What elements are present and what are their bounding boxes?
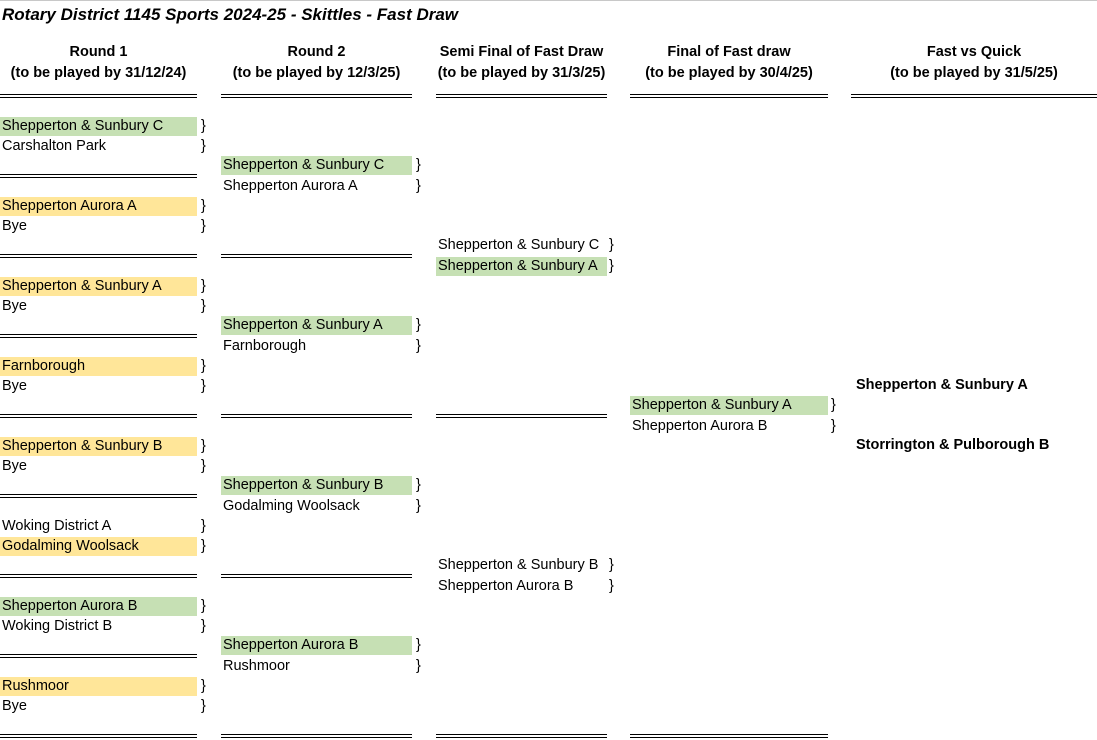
double-rule <box>0 734 197 738</box>
sheet-title: Rotary District 1145 Sports 2024-25 - Sk… <box>2 5 459 24</box>
team-cell: Farnborough <box>223 338 307 354</box>
team-cell: Bye <box>2 698 27 714</box>
bracket-brace: } <box>201 278 206 294</box>
team-cell: Shepperton & Sunbury A <box>436 257 607 276</box>
team-cell: Godalming Woolsack <box>0 537 197 556</box>
column-header: Semi Final of Fast Draw (to be played by … <box>433 42 610 84</box>
team-cell: Shepperton & Sunbury C <box>221 156 412 175</box>
bracket-brace: } <box>201 458 206 474</box>
bracket-brace: } <box>416 317 421 333</box>
double-rule <box>0 414 197 418</box>
team-cell: Shepperton & Sunbury C <box>438 237 600 253</box>
team-cell: Rushmoor <box>223 658 290 674</box>
team-cell: Woking District B <box>2 618 113 634</box>
bracket-brace: } <box>416 477 421 493</box>
team-cell: Bye <box>2 378 27 394</box>
double-rule <box>630 734 828 738</box>
team-cell: Shepperton Aurora B <box>438 578 574 594</box>
fast-vs-quick-team: Storrington & Pulborough B <box>856 437 1050 453</box>
column-header: Round 2 (to be played by 12/3/25) <box>218 42 415 84</box>
bracket-brace: } <box>201 598 206 614</box>
column-header-title: Fast vs Quick <box>926 44 1022 60</box>
double-rule <box>630 94 828 98</box>
bracket-brace: } <box>416 178 421 194</box>
column-header-title: Round 2 <box>287 44 346 60</box>
bracket-brace: } <box>201 378 206 394</box>
bracket-brace: } <box>609 237 614 253</box>
bracket-brace: } <box>201 358 206 374</box>
double-rule <box>0 574 197 578</box>
bracket-brace: } <box>201 198 206 214</box>
team-cell: Shepperton & Sunbury A <box>221 316 412 335</box>
double-rule <box>221 254 412 258</box>
column-header-title: Semi Final of Fast Draw <box>439 44 604 60</box>
team-cell: Rushmoor <box>0 677 197 696</box>
bracket-brace: } <box>416 498 421 514</box>
bracket-brace: } <box>201 538 206 554</box>
bracket-brace: } <box>201 438 206 454</box>
fast-vs-quick-team: Shepperton & Sunbury A <box>856 377 1028 393</box>
bracket-brace: } <box>416 338 421 354</box>
column-header-deadline: (to be played by 12/3/25) <box>232 65 401 81</box>
team-cell: Shepperton Aurora B <box>221 636 412 655</box>
bracket-brace: } <box>609 258 614 274</box>
bracket-brace: } <box>201 518 206 534</box>
team-cell: Farnborough <box>0 357 197 376</box>
bracket-brace: } <box>831 397 836 413</box>
team-cell: Carshalton Park <box>2 138 106 154</box>
column-header: Final of Fast draw (to be played by 30/4/… <box>627 42 831 84</box>
double-rule <box>221 414 412 418</box>
column-header-deadline: (to be played by 31/3/25) <box>437 65 606 81</box>
column-header: Round 1 (to be played by 31/12/24) <box>0 42 200 84</box>
team-cell: Shepperton Aurora A <box>0 197 197 216</box>
double-rule <box>436 734 607 738</box>
double-rule <box>0 494 197 498</box>
team-cell: Bye <box>2 298 27 314</box>
team-cell: Woking District A <box>2 518 112 534</box>
bracket-brace: } <box>201 298 206 314</box>
double-rule <box>221 574 412 578</box>
double-rule <box>851 94 1097 98</box>
bracket-brace: } <box>831 418 836 434</box>
double-rule <box>221 734 412 738</box>
team-cell: Shepperton & Sunbury C <box>0 117 197 136</box>
double-rule <box>0 334 197 338</box>
bracket-brace: } <box>416 157 421 173</box>
column-header-deadline: (to be played by 31/5/25) <box>890 65 1058 81</box>
team-cell: Shepperton & Sunbury B <box>0 437 197 456</box>
bracket-brace: } <box>609 578 614 594</box>
sheet-top-border <box>0 0 1097 1</box>
column-header-title: Round 1 <box>69 44 128 60</box>
bracket-brace: } <box>201 618 206 634</box>
column-header-deadline: (to be played by 31/12/24) <box>10 65 187 81</box>
bracket-brace: } <box>201 218 206 234</box>
double-rule <box>221 94 412 98</box>
bracket-brace: } <box>201 698 206 714</box>
team-cell: Shepperton & Sunbury A <box>630 396 828 415</box>
double-rule <box>0 94 197 98</box>
team-cell: Shepperton & Sunbury A <box>0 277 197 296</box>
column-header: Fast vs Quick (to be played by 31/5/25) <box>851 42 1097 84</box>
column-header-deadline: (to be played by 30/4/25) <box>645 65 813 81</box>
bracket-brace: } <box>416 637 421 653</box>
bracket-brace: } <box>201 678 206 694</box>
bracket-brace: } <box>201 138 206 154</box>
team-cell: Shepperton & Sunbury B <box>221 476 412 495</box>
bracket-brace: } <box>201 118 206 134</box>
double-rule <box>0 174 197 178</box>
bracket-brace: } <box>416 658 421 674</box>
team-cell: Godalming Woolsack <box>223 498 360 514</box>
double-rule <box>436 414 607 418</box>
team-cell: Shepperton Aurora B <box>0 597 197 616</box>
double-rule <box>436 94 607 98</box>
column-header-title: Final of Fast draw <box>667 44 791 60</box>
bracket-brace: } <box>609 557 614 573</box>
team-cell: Shepperton Aurora A <box>223 178 358 194</box>
team-cell: Shepperton Aurora B <box>632 418 768 434</box>
double-rule <box>0 654 197 658</box>
team-cell: Bye <box>2 218 27 234</box>
double-rule <box>0 254 197 258</box>
team-cell: Shepperton & Sunbury B <box>438 557 599 573</box>
team-cell: Bye <box>2 458 27 474</box>
